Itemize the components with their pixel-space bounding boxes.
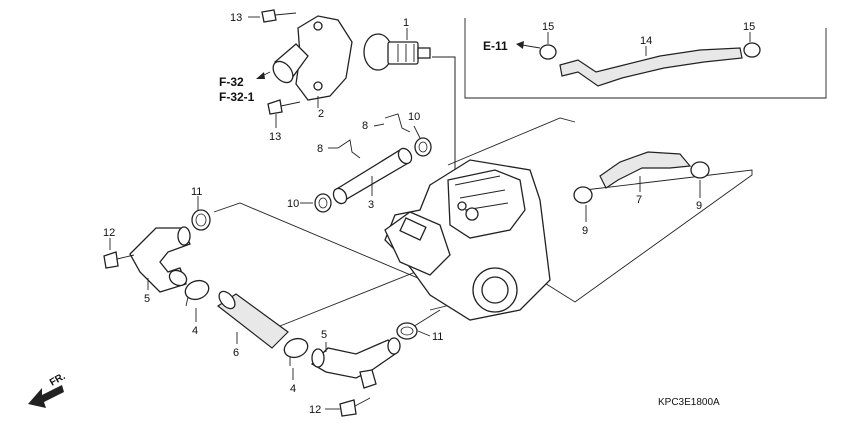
hose-clamp-9-right [690, 161, 710, 179]
water-hose-6 [216, 290, 289, 349]
ref-e11: E-11 [483, 39, 508, 53]
front-label: FR. [48, 371, 68, 389]
o-ring-11-right [396, 322, 418, 340]
callout-12-lower: 12 [309, 404, 321, 416]
water-hose-14 [559, 47, 743, 87]
callout-6: 6 [233, 347, 239, 359]
diagram-code: KPC3E1800A [658, 397, 720, 408]
o-ring-11-left [191, 209, 211, 231]
clip-8-lower [337, 139, 361, 159]
o-ring-10-upper [414, 137, 432, 157]
water-pipe [332, 147, 413, 205]
callout-5-right: 5 [321, 329, 327, 341]
water-joint-5-left [129, 226, 191, 293]
callout-8-upper: 8 [362, 120, 368, 132]
thermostat-cover [256, 15, 353, 101]
front-arrow-icon [28, 385, 64, 408]
callout-15-left: 15 [542, 21, 554, 33]
callout-leaders [109, 16, 751, 410]
hose-clamp-9-left [573, 186, 593, 204]
callout-9-right: 9 [696, 200, 702, 212]
callout-12-upper: 12 [103, 227, 115, 239]
callout-1: 1 [403, 17, 409, 29]
callout-8-lower: 8 [317, 143, 323, 155]
callout-labels: 1 2 3 4 4 5 5 6 7 8 8 9 9 10 10 11 11 12… [48, 12, 755, 416]
bolt-12-upper [103, 251, 135, 269]
water-hose-7 [599, 151, 692, 189]
callout-10-upper: 10 [408, 111, 420, 123]
hose-clamp-15-left [539, 44, 557, 60]
engine-block [384, 159, 551, 321]
bolt-12-lower [339, 397, 371, 417]
callout-9-left: 9 [582, 225, 588, 237]
thermostat [363, 33, 431, 71]
callout-5-left: 5 [144, 293, 150, 305]
callout-14: 14 [640, 35, 652, 47]
hose-clamp-4-lower [283, 337, 309, 366]
e11-arrow [516, 41, 541, 49]
callout-10-lower: 10 [287, 198, 299, 210]
callout-4-lower: 4 [290, 383, 296, 395]
callout-11-right: 11 [432, 331, 443, 343]
callout-13-lower: 13 [269, 131, 281, 143]
callout-3: 3 [368, 199, 374, 211]
o-ring-10-lower [314, 193, 332, 213]
callout-15-right: 15 [743, 21, 755, 33]
water-joint-5-right [310, 337, 401, 389]
callout-7: 7 [636, 194, 642, 206]
clip-8-upper [384, 113, 411, 133]
ref-f32-1: F-32-1 [219, 90, 255, 104]
inset-frame [464, 18, 827, 99]
callout-13-upper: 13 [230, 12, 242, 24]
hose-clamp-4-upper [184, 279, 210, 307]
callout-2: 2 [318, 108, 324, 120]
callout-11-left: 11 [191, 186, 202, 198]
hose-clamp-15-right [743, 42, 761, 58]
callout-4-upper: 4 [192, 325, 198, 337]
bolt-13-lower [267, 99, 301, 115]
bolt-13-upper [261, 9, 297, 23]
ref-f32: F-32 [219, 75, 244, 89]
